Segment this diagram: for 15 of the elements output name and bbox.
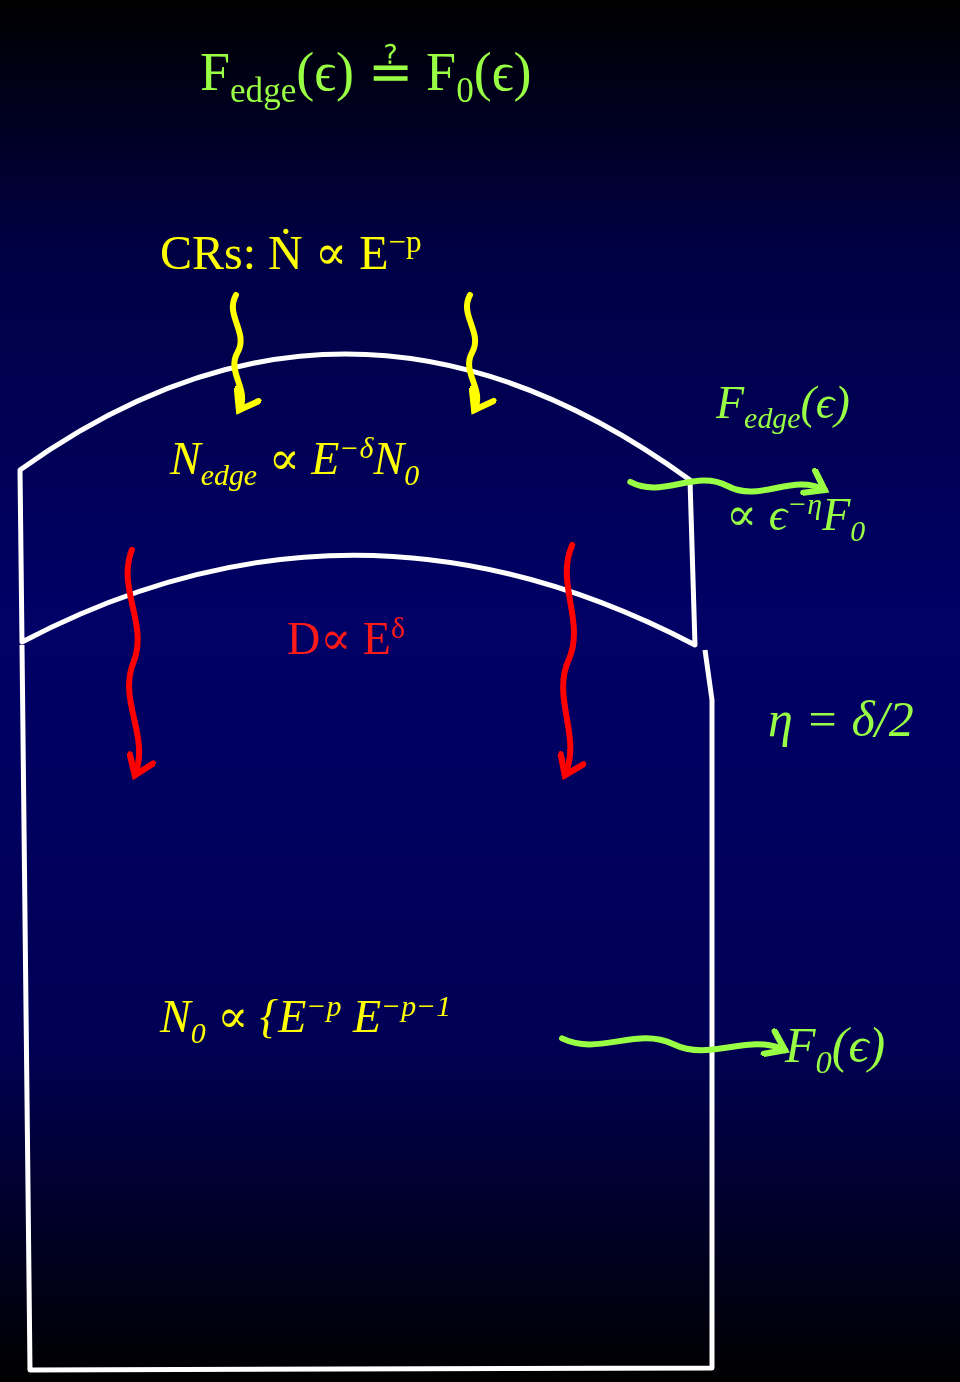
equation-title: F$_{edge}$(ϵ) ≟ F$_{0}$(ϵ) [200, 41, 533, 111]
formula-text: F$_{0}$(ϵ) [785, 1018, 886, 1081]
wavy-arrow [229, 292, 261, 414]
formula-text: ∝ ϵ$^{−η}$F$_{0}$ [726, 488, 866, 548]
formula-text: η = δ/2 [768, 690, 914, 748]
formula-text: N$_{0}$ ∝ {E$^{−p}$ E$^{−p−1}$ [160, 990, 452, 1050]
wavy-arrow [555, 541, 586, 779]
formula-text: D∝ E$^{δ}$ [287, 612, 406, 665]
wavy-arrow [627, 468, 828, 498]
wavy-arrow [124, 546, 156, 779]
formula-text: CRs: Ṅ ∝ E$^{−p}$ [160, 225, 422, 280]
formula-text: F$_{edge}$(ϵ) [716, 378, 850, 436]
wavy-arrow [464, 292, 496, 414]
formula-text: N$_{edge}$ ∝ E$^{−δ}$N$_{0}$ [170, 432, 420, 492]
wavy-arrow [559, 1029, 789, 1059]
